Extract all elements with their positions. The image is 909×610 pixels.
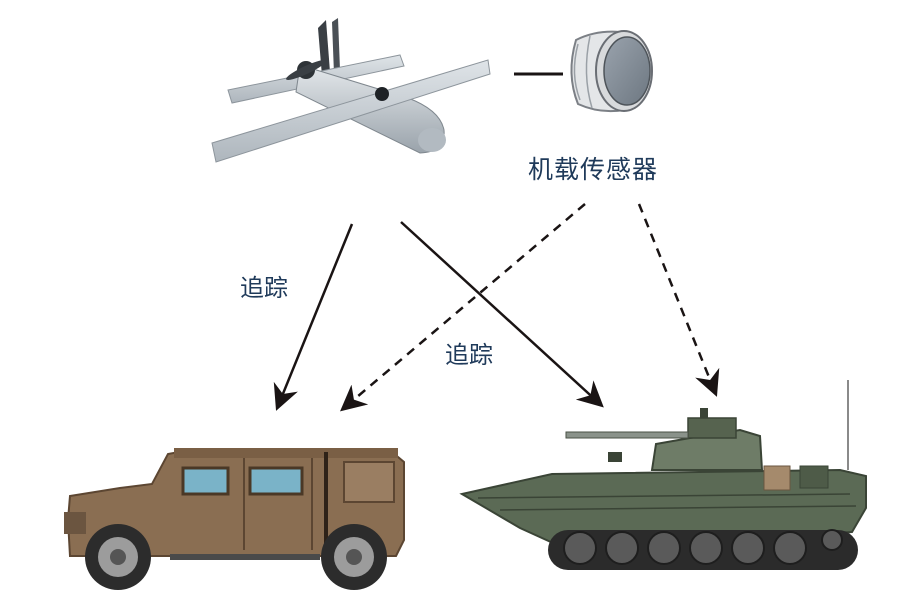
ifv-tank-icon bbox=[459, 380, 867, 570]
sensor-pod-icon bbox=[514, 30, 653, 113]
sensor-label: 机载传感器 bbox=[528, 155, 659, 184]
armored-car-icon bbox=[64, 448, 405, 590]
drone-icon bbox=[211, 18, 491, 163]
track-label-right: 追踪 bbox=[445, 341, 493, 369]
dashed-arrow-sensor-to-car bbox=[340, 203, 586, 412]
dashed-arrow-sensor-to-tank bbox=[637, 203, 720, 397]
solid-arrow-drone-to-tank bbox=[400, 221, 604, 408]
track-label-left: 追踪 bbox=[240, 274, 288, 302]
solid-arrow-drone-to-car bbox=[273, 223, 354, 411]
